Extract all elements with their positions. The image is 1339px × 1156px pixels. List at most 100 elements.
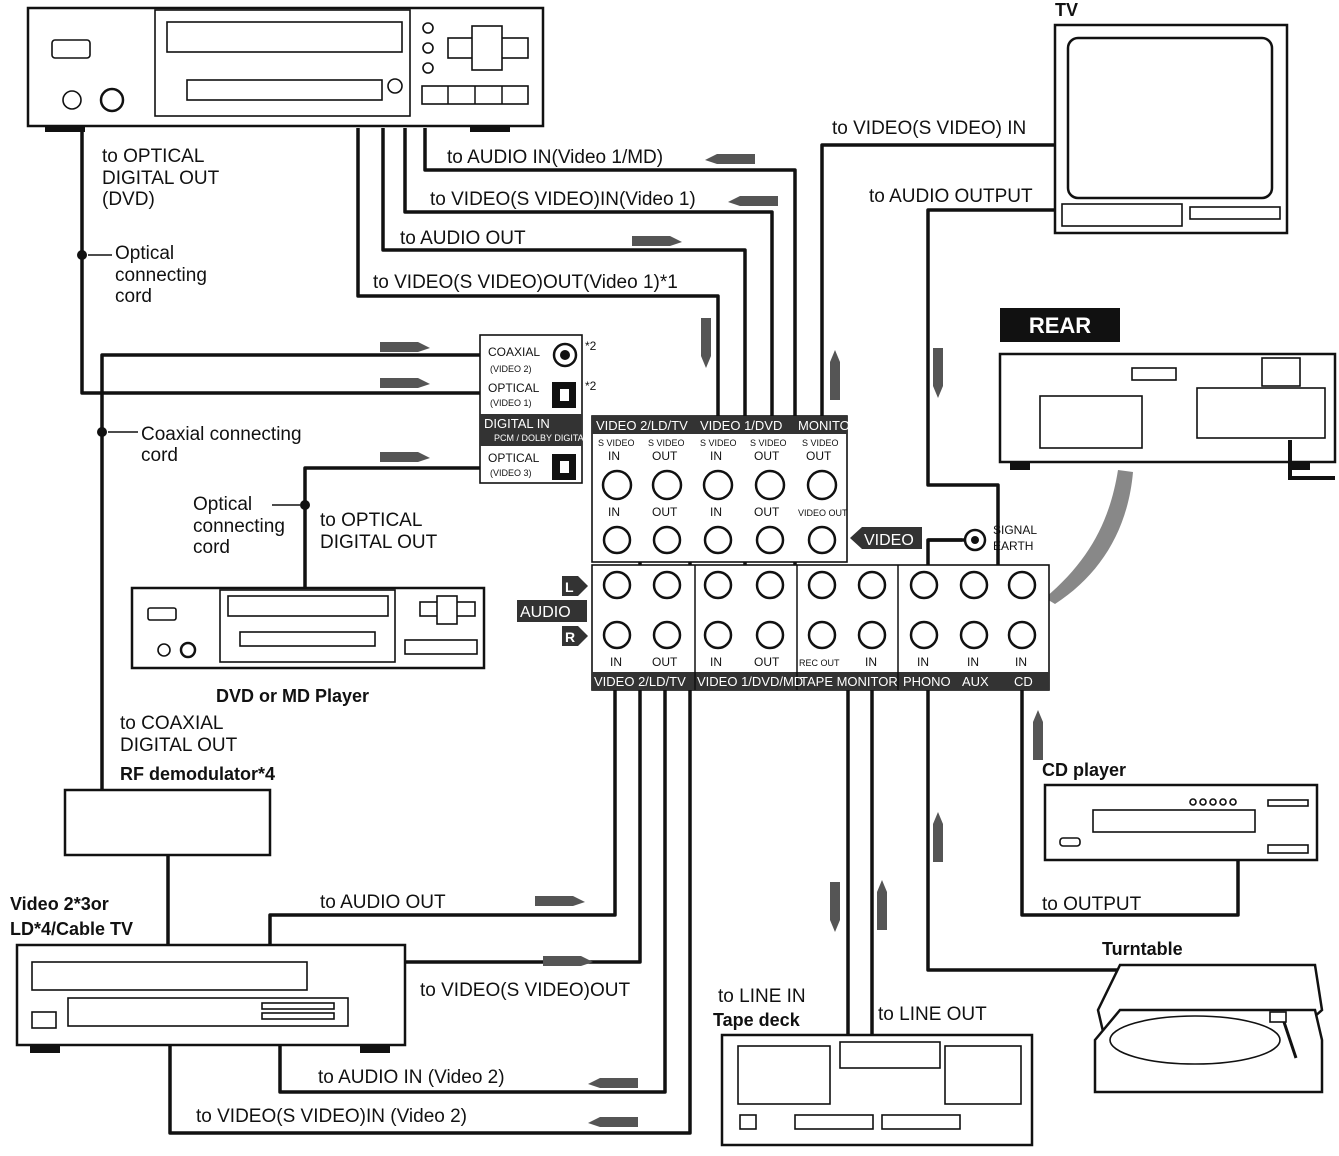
audio-jack [755, 620, 785, 650]
audio-jack [602, 570, 632, 600]
label-line-out: to LINE OUT [878, 1004, 987, 1025]
cord-optical-md [303, 466, 565, 588]
jack-out-label: OUT [652, 655, 678, 669]
cord-v2-audio-in [278, 585, 667, 1094]
coaxial-label: COAXIAL [488, 345, 540, 359]
svideo-label: S VIDEO [598, 438, 635, 448]
audio-jack [1007, 620, 1037, 650]
arrow-down [933, 348, 943, 398]
audio-jack [807, 570, 837, 600]
cord-optical-dvd [80, 128, 565, 395]
label-opt-dvd-3: (DVD) [102, 189, 155, 210]
audio-jack [602, 620, 632, 650]
label-video-out-v1: to VIDEO(S VIDEO)OUT(Video 1)*1 [373, 272, 678, 293]
jack-out-label: OUT [652, 449, 678, 463]
audio-tag-shape [517, 600, 587, 622]
label-opt-dvd-2: DIGITAL OUT [102, 168, 220, 189]
marker-dot [300, 500, 310, 510]
arrow-right [380, 378, 430, 388]
label-optical-cord-2: connecting [115, 265, 207, 286]
cord-v2-audio-out [268, 585, 617, 945]
label-optical-cord2-1: Optical [193, 494, 252, 515]
cord-tv-video [820, 143, 1055, 485]
jack-in-label: IN [710, 449, 722, 463]
label-v2-audio-out: to AUDIO OUT [320, 892, 446, 913]
note2-a: *2 [585, 339, 597, 353]
jack-in-label: IN [608, 505, 620, 519]
turntable-title: Turntable [1102, 939, 1183, 959]
coaxial-sub-label: (VIDEO 2) [490, 364, 532, 374]
audio-jack [909, 570, 939, 600]
jack-in-label: IN [967, 655, 979, 669]
arrow-right [535, 896, 585, 906]
tape-deck: Tape deck [713, 1010, 1034, 1147]
hdr-video2: VIDEO 2/LD/TV [596, 418, 688, 433]
video-out-label: VIDEO OUT [798, 508, 848, 518]
optical3-sub-label: (VIDEO 3) [490, 468, 532, 478]
label-audio-out-top: to AUDIO OUT [400, 228, 526, 249]
audio-jack [652, 570, 682, 600]
l-tag-shape [562, 576, 588, 596]
arrow-up [830, 350, 840, 400]
arrow-left [705, 154, 755, 164]
l-tag: L [565, 579, 574, 595]
label-audio-in-v1: to AUDIO IN(Video 1/MD) [447, 147, 663, 168]
cord-cd [1020, 585, 1240, 917]
arrow-right [632, 236, 682, 246]
audio-jack [857, 620, 887, 650]
marker-dot [77, 250, 87, 260]
arrow-right [380, 342, 430, 352]
label-coax-out-1: to COAXIAL [120, 713, 224, 734]
jack-out-label: OUT [754, 449, 780, 463]
dvd-md-title: DVD or MD Player [216, 686, 369, 706]
arrow-down [701, 318, 711, 368]
audio-jack [703, 570, 733, 600]
video2-deck-body [15, 943, 407, 1047]
label-optical-cord-3: cord [115, 286, 152, 307]
video-jack [652, 525, 682, 555]
cd-player: CD player [1042, 760, 1319, 862]
tv-set: TV [1053, 0, 1289, 235]
label-v2-video-in: to VIDEO(S VIDEO)IN (Video 2) [196, 1106, 467, 1127]
cord-coaxial [100, 353, 565, 790]
turntable: Turntable [1093, 939, 1324, 1094]
tape-title: Tape deck [713, 1010, 801, 1030]
rf-body [63, 788, 272, 857]
video-jack [703, 525, 733, 555]
audio-tag: AUDIO [520, 604, 571, 621]
arrow-down [830, 882, 840, 932]
jack-in-label: IN [710, 655, 722, 669]
svideo-label: S VIDEO [750, 438, 787, 448]
jack-in-label: IN [917, 655, 929, 669]
jack-in-label: IN [610, 655, 622, 669]
ftr-video1: VIDEO 1/DVD/MD [697, 674, 803, 689]
svideo-label: S VIDEO [648, 438, 685, 448]
note2-b: *2 [585, 379, 597, 393]
arrow-left [728, 196, 778, 206]
audio-jack [959, 570, 989, 600]
video-jack [755, 525, 785, 555]
label-v2-audio-in: to AUDIO IN (Video 2) [318, 1067, 505, 1088]
jack-out-label: OUT [754, 505, 780, 519]
svideo-label: S VIDEO [700, 438, 737, 448]
jack-in-label: IN [865, 655, 877, 669]
arrow-up [933, 812, 943, 862]
marker-dot [97, 427, 107, 437]
rear-view: REAR [998, 308, 1337, 604]
arrow-right [380, 452, 430, 462]
audio-jack [703, 620, 733, 650]
svideo-jack [601, 469, 633, 501]
label-optical-cord-1: Optical [115, 243, 174, 264]
svideo-jack [651, 469, 683, 501]
svideo-label: S VIDEO [802, 438, 839, 448]
video1-deck [26, 6, 545, 132]
label-opt-md-1: to OPTICAL [320, 510, 422, 531]
cd-title: CD player [1042, 760, 1126, 780]
label-video-in-v1: to VIDEO(S VIDEO)IN(Video 1) [430, 189, 696, 210]
video2-title-1: Video 2*3or [10, 894, 109, 914]
audio-jack [857, 570, 887, 600]
label-tv-audio-out: to AUDIO OUTPUT [869, 186, 1033, 207]
r-tag: R [565, 629, 575, 645]
